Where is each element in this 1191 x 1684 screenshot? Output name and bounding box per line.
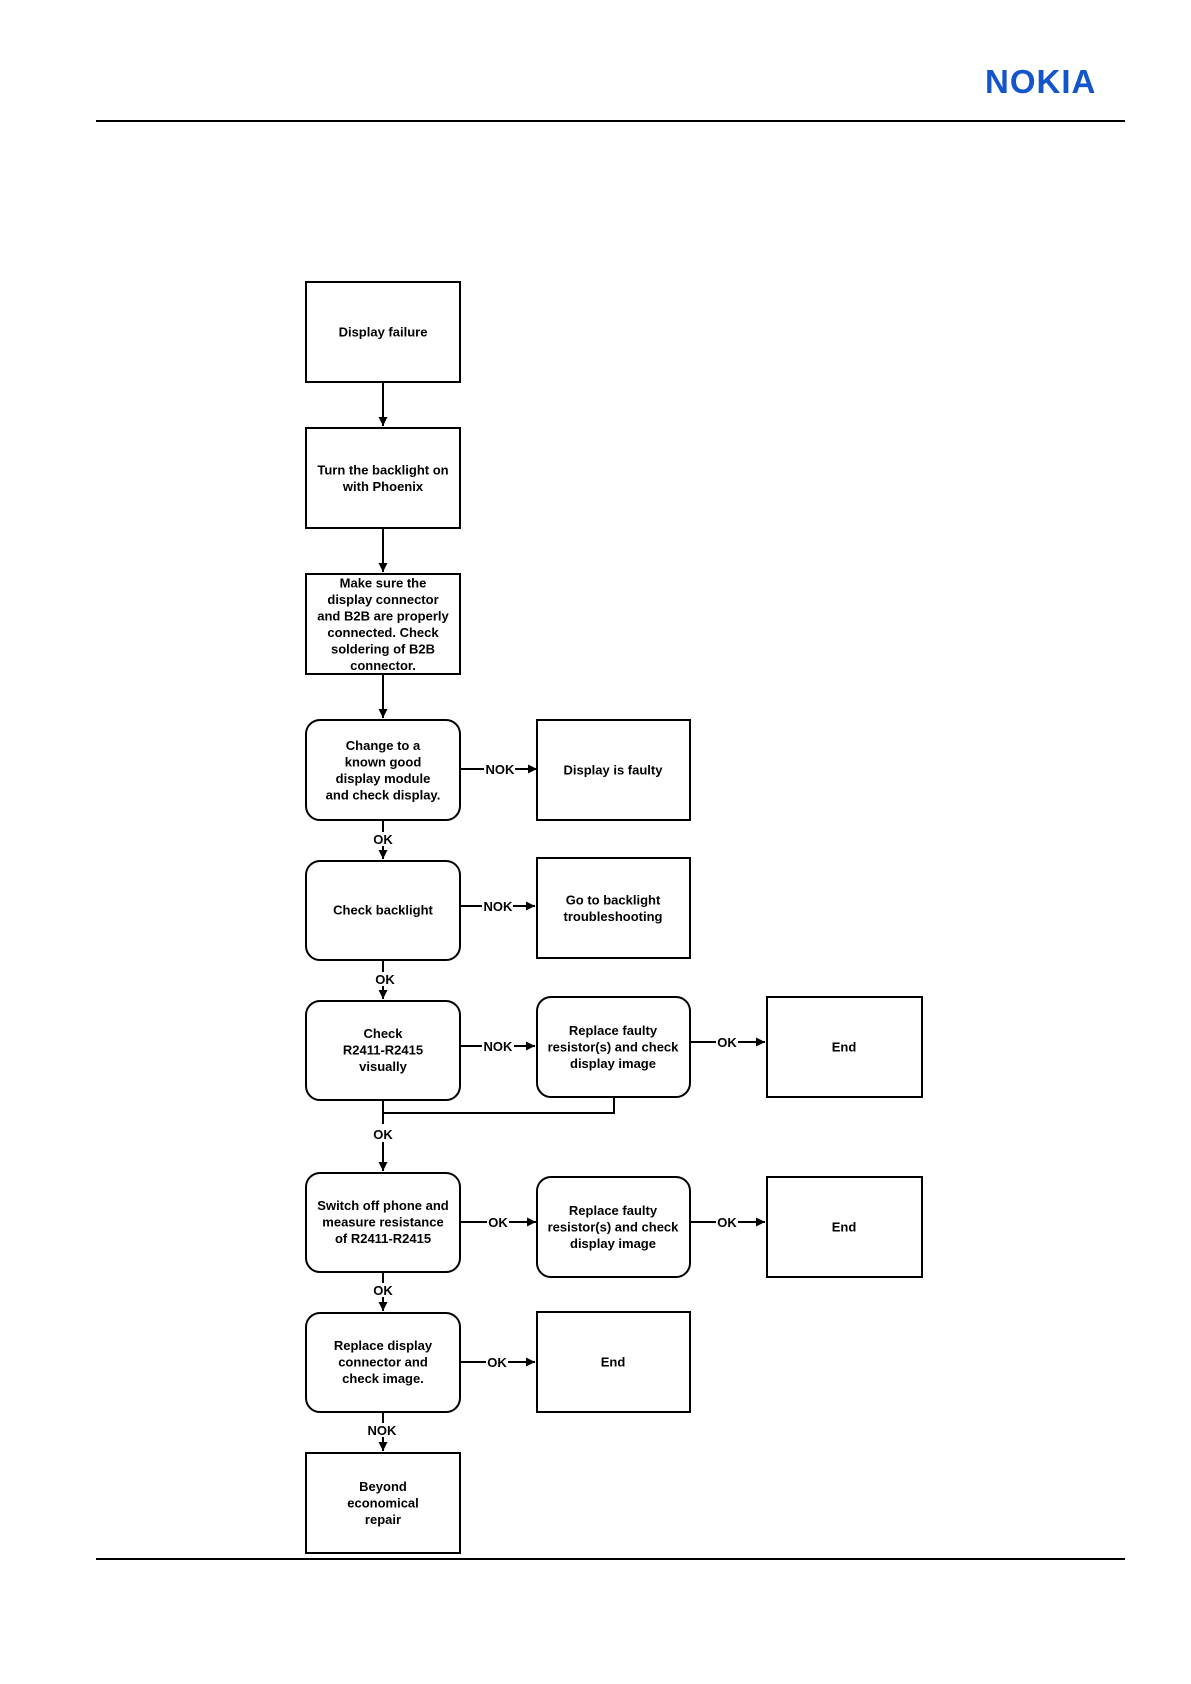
node-connector-check — [305, 573, 461, 675]
label-line: Check backlight — [333, 903, 433, 918]
label-line: Make sure the — [340, 575, 427, 590]
label-line: display image — [570, 1236, 656, 1251]
label-line: check image. — [342, 1371, 424, 1386]
label-line: of R2411-R2415 — [335, 1231, 431, 1246]
label-goto-backlight: Go to backlight troubleshooting — [564, 892, 663, 924]
label-backlight-on: Turn the backlight on with Phoenix — [317, 462, 448, 494]
label-line: and B2B are properly — [317, 608, 449, 623]
edge-label-backlight-nok: NOK — [484, 899, 514, 914]
label-end-2: End — [832, 1220, 857, 1235]
label-line: repair — [365, 1512, 401, 1527]
label-line: visually — [359, 1059, 407, 1074]
node-display-faulty — [536, 719, 691, 821]
label-line: End — [832, 1220, 857, 1235]
label-line: Turn the backlight on — [317, 462, 448, 477]
label-line: soldering of B2B — [331, 641, 435, 656]
edge-replace-back-to-spine — [383, 1097, 615, 1114]
label-line: and check display. — [326, 787, 441, 802]
label-line: Switch off phone and — [317, 1198, 448, 1213]
node-check-backlight — [305, 860, 461, 961]
node-replace-resistors-1 — [536, 996, 691, 1098]
label-line: Replace faulty — [569, 1023, 658, 1038]
label-line: troubleshooting — [564, 909, 663, 924]
node-display-failure — [305, 281, 461, 383]
node-goto-backlight — [536, 857, 691, 959]
label-line: connected. Check — [327, 625, 439, 640]
edge-label-replace1-ok: OK — [717, 1035, 737, 1050]
label-display-faulty: Display is faulty — [564, 763, 664, 778]
edge-label-connector-ok: OK — [487, 1355, 507, 1370]
node-beyond-repair — [305, 1452, 461, 1554]
edge-label-replace2-ok: OK — [717, 1215, 737, 1230]
node-measure-resistance — [305, 1172, 461, 1273]
label-line: Change to a — [346, 738, 421, 753]
label-end-3: End — [601, 1355, 626, 1370]
edge-label-module-ok: OK — [373, 832, 393, 847]
header-rule — [96, 120, 1125, 122]
label-line: display connector — [327, 592, 438, 607]
node-replace-resistors-2 — [536, 1176, 691, 1278]
label-line: Display failure — [339, 325, 428, 340]
node-backlight-on — [305, 427, 461, 529]
label-line: resistor(s) and check — [548, 1040, 680, 1055]
footer-rule — [96, 1558, 1125, 1560]
edge-label-measure-ok-right: OK — [488, 1215, 508, 1230]
label-line: known good — [345, 754, 422, 769]
edge-label-backlight-ok: OK — [375, 972, 395, 987]
label-line: economical — [347, 1496, 419, 1511]
edge-label-measure-ok-down: OK — [373, 1283, 393, 1298]
nokia-logo: NOKIA — [985, 63, 1097, 100]
label-line: resistor(s) and check — [548, 1220, 680, 1235]
label-end-1: End — [832, 1040, 857, 1055]
edge-label-resistors-ok: OK — [373, 1127, 393, 1142]
node-end-2 — [766, 1176, 923, 1278]
label-line: display image — [570, 1056, 656, 1071]
node-replace-connector — [305, 1312, 461, 1413]
label-line: R2411-R2415 — [343, 1043, 423, 1058]
label-line: Beyond — [359, 1479, 407, 1494]
node-check-resistors — [305, 1000, 461, 1101]
label-line: measure resistance — [322, 1215, 443, 1230]
label-line: End — [601, 1355, 626, 1370]
label-line: End — [832, 1040, 857, 1055]
label-line: Go to backlight — [566, 892, 661, 907]
label-display-failure: Display failure — [339, 325, 428, 340]
label-line: with Phoenix — [342, 479, 424, 494]
flow-connectors — [378, 382, 765, 1451]
label-line: Replace faulty — [569, 1203, 658, 1218]
edge-label-module-nok: NOK — [486, 762, 516, 777]
label-check-backlight: Check backlight — [333, 903, 433, 918]
label-line: connector and — [338, 1355, 428, 1370]
label-line: Display is faulty — [564, 763, 664, 778]
node-end-3 — [536, 1311, 691, 1413]
label-line: Check — [363, 1026, 403, 1041]
node-end-1 — [766, 996, 923, 1098]
node-change-module — [305, 719, 461, 821]
label-line: Replace display — [334, 1338, 433, 1353]
edge-label-connector-nok: NOK — [368, 1423, 398, 1438]
edge-label-resistors-nok: NOK — [484, 1039, 514, 1054]
label-line: display module — [336, 771, 431, 786]
label-line: connector. — [350, 658, 416, 673]
